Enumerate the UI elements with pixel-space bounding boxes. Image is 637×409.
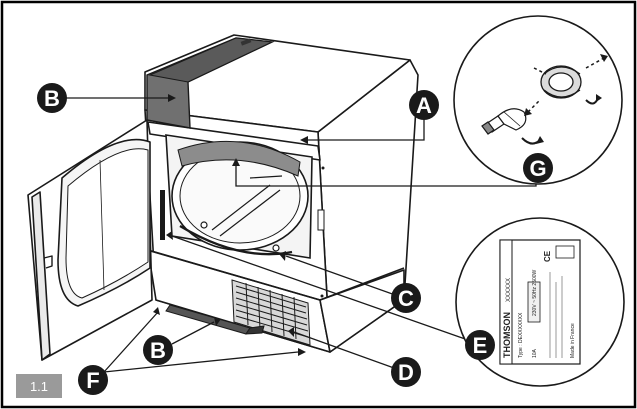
control-knob [240,38,252,46]
rating-plate-model: XXXXXX [506,278,512,302]
callout-C: C [391,283,421,313]
figure-number: 1.1 [30,379,48,394]
callout-F: F [78,365,108,395]
bulb-detail [453,15,623,185]
callout-D: D [391,357,421,387]
leader-arrowheads [153,94,308,356]
rating-plate-current: 10A [532,348,538,358]
callout-label: D [398,360,414,385]
callout-G: G [523,153,553,183]
ce-mark: CE [543,250,552,262]
callout-label: C [398,286,414,311]
figure-number-tag: 1.1 [16,374,62,398]
side-latch [317,209,325,231]
bulb-detail-circle [453,15,623,185]
callout-label: G [529,156,546,181]
rating-plate: THOMSON XXXXXX Type : DEXXXXXXX 230V ~ 5… [499,239,581,365]
callout-label: F [86,368,99,393]
callout-label: B [44,86,60,111]
drum-opening [165,134,313,259]
callout-E: E [465,330,495,360]
open-door [27,119,153,361]
rating-plate-voltage: 230V ~ 50Hz 2500W [532,269,538,316]
lamp-cover-icon [540,65,582,99]
control-panel-top [148,37,274,83]
leader-lines [66,97,537,373]
rating-plate-detail: THOMSON XXXXXX Type : DEXXXXXXX 230V ~ 5… [455,217,625,387]
rating-plate-brand: THOMSON [502,312,512,358]
door-hinge [160,190,165,240]
callout-label: E [473,333,488,358]
rating-plate-country: Made in France [570,323,576,358]
callout-label: B [150,338,166,363]
callout-A: A [409,90,439,120]
bulb-icon [481,108,527,135]
callout-B-top: B [37,83,67,113]
ventilation-grille [231,279,311,346]
rating-plate-type: Type : DEXXXXXXX [518,312,524,358]
callout-B-bottom: B [143,335,173,365]
callout-label: A [416,93,432,118]
